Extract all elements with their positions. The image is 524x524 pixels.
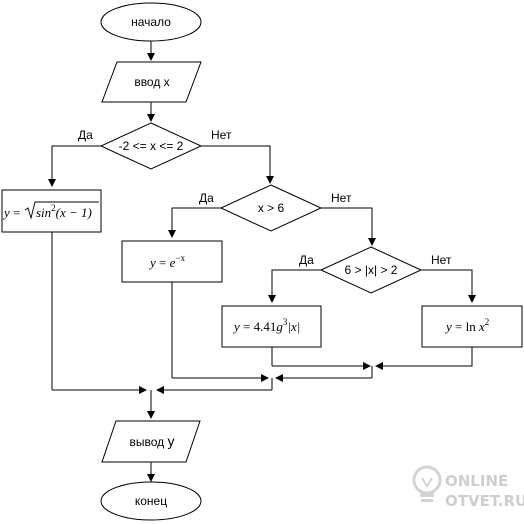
cond3-yes-label: Да — [299, 253, 314, 267]
edge-cond2-no — [321, 207, 376, 246]
input-label: ввод x — [134, 75, 169, 89]
formula-1: y = — [2, 205, 20, 220]
process-2: y = e−x — [121, 240, 223, 283]
decision-2: x > 6 — [219, 184, 323, 232]
process-1: y = sin2(x − 1) — [1, 189, 102, 233]
edge-cond1-no — [201, 145, 274, 184]
input-node: ввод x — [101, 61, 202, 103]
watermark-line1: ONLINE — [445, 472, 508, 490]
watermark: ONLINE OTVET.RU — [412, 465, 524, 510]
lightbulb-icon — [412, 465, 442, 502]
output-label: вывод y — [130, 433, 175, 449]
end-node: конец — [100, 481, 202, 521]
formula-3: y = 4.41g3|x| — [232, 317, 300, 334]
cond1-yes-label: Да — [78, 128, 93, 142]
cond1-no-label: Нет — [211, 128, 232, 142]
formula-1-radicand: sin2(x − 1) — [36, 203, 92, 220]
edge-cond3-no — [421, 269, 476, 303]
cond3-no-label: Нет — [431, 253, 452, 267]
decision-2-label: x > 6 — [258, 201, 285, 215]
start-node: начало — [100, 2, 202, 42]
output-node: вывод y — [101, 420, 201, 463]
edge-cond2-yes — [168, 207, 221, 238]
edge-cond1-yes — [48, 145, 101, 187]
end-label: конец — [135, 494, 167, 508]
edge-cond3-yes — [268, 269, 321, 303]
decision-1-label: -2 <= x <= 2 — [119, 139, 184, 153]
decision-3: 6 > |x| > 2 — [319, 246, 423, 294]
decision-3-label: 6 > |x| > 2 — [345, 263, 398, 277]
sqrt-sign — [24, 201, 99, 220]
formula-4: y = ln x2 — [444, 317, 489, 334]
edge-process4-merge — [375, 347, 473, 370]
cond2-no-label: Нет — [331, 191, 352, 205]
cond2-yes-label: Да — [199, 191, 214, 205]
process-4: y = ln x2 — [421, 305, 523, 348]
process-3: y = 4.41g3|x| — [221, 305, 322, 348]
decision-1: -2 <= x <= 2 — [99, 122, 203, 170]
formula-2: y = e−x — [148, 253, 185, 270]
watermark-line2: OTVET.RU — [445, 492, 524, 510]
start-label: начало — [131, 15, 171, 29]
